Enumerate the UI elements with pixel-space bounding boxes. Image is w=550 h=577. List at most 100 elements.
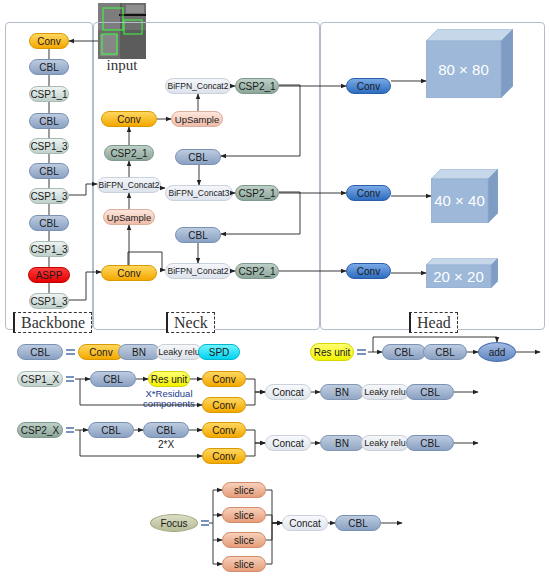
branch-wire [80, 379, 202, 405]
leaky-relu-block: Leaky relu [361, 435, 409, 451]
res-unit-block: Res unit [310, 343, 354, 361]
connector [49, 102, 50, 113]
connector [49, 179, 50, 188]
node-label: CBL [394, 347, 413, 358]
section-panel: HeadConv80 × 80Conv40 × 40Conv20 × 20 [320, 22, 545, 330]
connector [129, 225, 130, 265]
node-label: Leaky relu [158, 347, 200, 358]
focus-block: Focus [150, 514, 198, 532]
node-label: 20 × 20 [426, 265, 491, 288]
node-label: CBL [39, 116, 58, 127]
connector [221, 192, 300, 234]
connector [49, 204, 50, 215]
equals-sign [201, 520, 209, 522]
sub-label: X*Residual components [140, 389, 198, 409]
node-label: CBL [420, 438, 439, 449]
node-label: Conv [357, 188, 380, 199]
connector [266, 523, 282, 540]
conv-block: Conv [202, 448, 246, 464]
node-label: Conv [212, 400, 235, 411]
conv-block: Conv [202, 397, 246, 413]
node-label: Conv [357, 81, 380, 92]
connector [157, 119, 171, 120]
leaky-relu-block: Leaky relu [156, 344, 202, 360]
output-feature-map: 40 × 40 [431, 169, 498, 223]
detection-box [103, 8, 123, 30]
node-label: CSP1_3 [30, 141, 67, 152]
node-label: BiFPN_Concat2 [99, 180, 160, 191]
node-label: Conv [89, 347, 112, 358]
connector [246, 379, 265, 392]
equals-sign [201, 524, 209, 526]
output-wire [454, 443, 478, 444]
equals-signs [66, 350, 366, 525]
image-texture [122, 30, 146, 59]
connector [49, 49, 50, 59]
node-label: Leaky relu [364, 387, 406, 398]
csp1-block: CSP1_X [17, 371, 63, 387]
node-label: Conv [117, 268, 140, 279]
node-label: Concat [272, 387, 304, 398]
connector [136, 379, 148, 380]
add-ellipse: add [478, 342, 516, 362]
wire [213, 490, 222, 491]
cbl-block: CBL [406, 384, 454, 400]
image-crack [121, 3, 122, 59]
image-background [98, 3, 146, 59]
cbl-block: CBL [335, 515, 381, 531]
connector [391, 196, 431, 197]
output-wire [516, 352, 540, 353]
connector [49, 154, 50, 163]
connectors [49, 41, 478, 564]
connector [311, 443, 320, 444]
csp2-block: CSP2_1 [235, 185, 279, 201]
connector [49, 257, 50, 267]
node-label: CBL [30, 347, 49, 358]
cbl-block: CBL [29, 215, 69, 231]
connector [198, 243, 199, 263]
connector [266, 490, 282, 523]
cube-side-face [491, 258, 498, 288]
connector [129, 161, 130, 177]
node-label: Focus [160, 518, 187, 529]
node-label: CSP1_1 [30, 89, 67, 100]
output-wire [454, 392, 478, 393]
connector [246, 430, 265, 443]
cube-top-face [431, 169, 498, 179]
node-label: CBL [188, 230, 207, 241]
node-label: BN [132, 347, 146, 358]
aspp-block: ASPP [28, 267, 70, 283]
equals-sign [357, 349, 366, 351]
wire [368, 352, 382, 353]
connector [328, 523, 335, 524]
connector [49, 129, 50, 138]
cbl-block: CBL [423, 344, 467, 360]
bn-block: BN [320, 435, 364, 451]
node-label: Conv [212, 425, 235, 436]
node-label: CSP2_1 [238, 266, 275, 277]
connector [49, 283, 50, 293]
node-label: CBL [435, 347, 454, 358]
head-conv-block: Conv [346, 78, 391, 94]
node-label: CBL [39, 166, 58, 177]
node-label: Conv [212, 374, 235, 385]
node-label: Conv [37, 36, 60, 47]
equals-sign [66, 431, 74, 433]
node-label: BiFPN_Concat2 [168, 266, 229, 277]
node-label: 40 × 40 [431, 179, 488, 223]
head-conv-block: Conv [346, 263, 391, 279]
section-panel: NeckBiFPN_Concat2CSP2_1ConvUpSampleCSP2_… [93, 22, 320, 330]
connector [233, 193, 235, 194]
cbl-block: CBL [29, 163, 69, 179]
connector [129, 193, 130, 209]
equals-sign [357, 353, 366, 355]
cube-front-face [426, 41, 501, 98]
cube-front-face [426, 265, 491, 288]
input-image [98, 3, 146, 59]
connector [279, 271, 346, 272]
node-label: CSP2_1 [110, 148, 147, 159]
cube-top-face [426, 29, 513, 41]
csp2-block: CSP2_1 [235, 78, 279, 94]
bifpn-concat-block: BiFPN_Concat2 [165, 78, 231, 94]
